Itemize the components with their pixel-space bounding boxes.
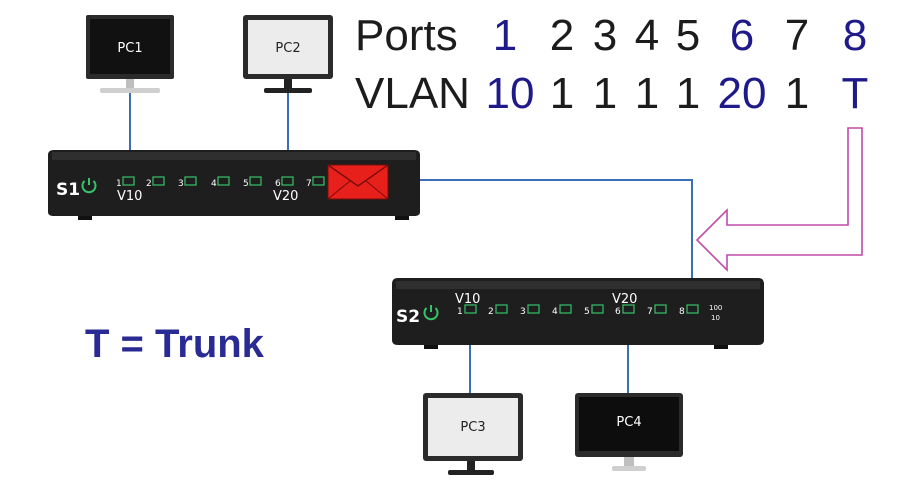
- vlan-port-7: 1: [785, 69, 809, 118]
- vlan-label: VLAN: [355, 69, 470, 118]
- s2-port-num-4: 4: [552, 307, 558, 317]
- s1-port-num-6: 6: [275, 179, 281, 189]
- trunk-legend: T = Trunk: [85, 322, 265, 366]
- pc1-label: PC1: [117, 41, 142, 56]
- vlan-port-4: 1: [635, 69, 659, 118]
- pc2-label: PC2: [275, 41, 300, 56]
- vlan-port-1: 10: [486, 69, 535, 118]
- pc4-label: PC4: [616, 415, 641, 430]
- port-5: 5: [676, 11, 700, 60]
- ports-label: Ports: [355, 11, 458, 60]
- trunk-arrow-icon: [695, 127, 863, 272]
- s2-port-num-1: 1: [457, 307, 463, 317]
- s2-speed-10: 10: [711, 314, 720, 322]
- pc3-label: PC3: [460, 420, 485, 435]
- s1-vlan-label-v10: V10: [117, 189, 142, 204]
- switch-s2: S2 1 2 3 4 5 6 7 8 V10 V20 100 10: [392, 278, 764, 349]
- port-1: 1: [493, 11, 517, 60]
- s2-ports: [464, 304, 699, 314]
- s1-port-num-5: 5: [243, 179, 249, 189]
- s1-port-num-7: 7: [306, 179, 312, 189]
- port-8: 8: [843, 11, 867, 60]
- trunk-link: [388, 179, 693, 305]
- vlan-table: Ports 1 2 3 4 5 6 7 8 VLAN 10 1 1 1 1 20…: [355, 11, 868, 118]
- s1-port-num-3: 3: [178, 179, 184, 189]
- s2-port-num-2: 2: [488, 307, 494, 317]
- s2-port-num-5: 5: [584, 307, 590, 317]
- envelope-icon: [327, 164, 389, 200]
- switch-s1-name: S1: [56, 180, 80, 200]
- pc2-monitor: PC2: [243, 15, 333, 93]
- s2-port-num-8: 8: [679, 307, 685, 317]
- vlan-port-6: 20: [718, 69, 767, 118]
- s2-vlan-label-v10: V10: [455, 292, 480, 307]
- s1-port-num-2: 2: [146, 179, 152, 189]
- power-icon: [81, 178, 97, 194]
- pc1-monitor: PC1: [86, 15, 174, 93]
- s1-vlan-label-v20: V20: [273, 189, 298, 204]
- vlan-port-8: T: [842, 69, 869, 118]
- s2-speed-100: 100: [709, 304, 722, 312]
- port-2: 2: [550, 11, 574, 60]
- vlan-port-5: 1: [676, 69, 700, 118]
- s1-port-num-1: 1: [116, 179, 122, 189]
- port-6: 6: [730, 11, 754, 60]
- vlan-port-3: 1: [593, 69, 617, 118]
- port-7: 7: [785, 11, 809, 60]
- vlan-port-2: 1: [550, 69, 574, 118]
- s2-port-num-6: 6: [615, 307, 621, 317]
- port-4: 4: [635, 11, 659, 60]
- switch-s1: S1 1 2 3 4 5 6 7 V10 V20: [48, 150, 420, 220]
- s2-vlan-label-v20: V20: [612, 292, 637, 307]
- s2-port-num-7: 7: [647, 307, 653, 317]
- pc4-monitor: PC4: [575, 393, 683, 471]
- port-3: 3: [593, 11, 617, 60]
- power-icon: [423, 305, 439, 321]
- s1-port-num-4: 4: [211, 179, 217, 189]
- switch-s2-name: S2: [396, 307, 420, 327]
- s1-ports: [122, 176, 325, 186]
- s2-port-num-3: 3: [520, 307, 526, 317]
- pc3-monitor: PC3: [423, 393, 523, 475]
